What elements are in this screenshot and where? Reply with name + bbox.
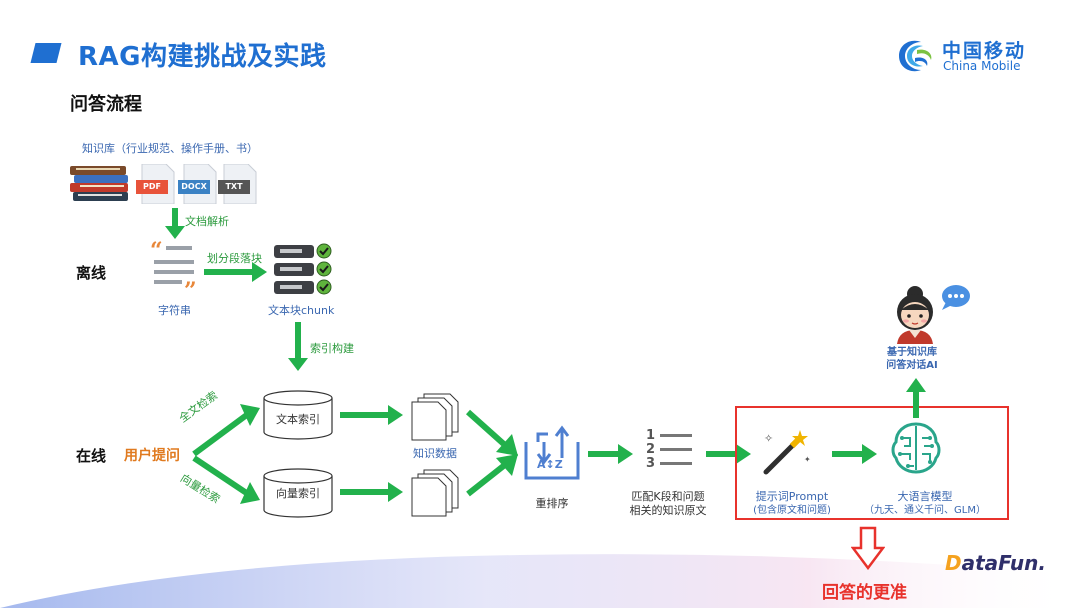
svg-text:✧: ✧: [764, 432, 773, 445]
string-label: 字符串: [158, 304, 191, 317]
split-label: 划分段落块: [207, 252, 262, 265]
text-index-label: 文本索引: [276, 413, 320, 426]
arrow-down-outline-icon: [851, 526, 885, 570]
matched-line-2: 相关的知识原文: [629, 504, 707, 517]
pdf-tag: PDF: [136, 180, 168, 194]
prompt-label: 提示词Prompt (包含原文和问题): [736, 490, 848, 518]
matched-line-1: 匹配K段和问题: [631, 490, 705, 503]
vector-index-label: 向量索引: [276, 487, 320, 500]
arrow-down-index: [288, 322, 308, 371]
list-num-2: 2: [646, 442, 656, 457]
txt-tag: TXT: [218, 180, 250, 194]
section-heading: 问答流程: [70, 94, 142, 115]
logo-text-en: China Mobile: [943, 59, 1021, 73]
pdf-file-icon: PDF: [136, 163, 176, 205]
magic-wand-icon: ✧ ✦: [763, 430, 811, 475]
index-build-label: 索引构建: [310, 342, 354, 355]
llm-line-1: 大语言模型: [897, 490, 953, 503]
txt-file-icon: TXT: [218, 163, 258, 205]
numbered-list-icon: 1 2 3: [646, 428, 696, 472]
prompt-line-1: 提示词Prompt: [755, 490, 829, 503]
rerank-az-text: A↕Z: [537, 458, 563, 471]
text-index-database-icon: [263, 390, 333, 440]
answer-label: 回答的更准: [822, 583, 907, 603]
llm-line-2: （九天、通义千问、GLM）: [864, 505, 986, 516]
china-mobile-logo-icon: [899, 40, 932, 72]
docx-tag: DOCX: [178, 180, 210, 194]
arrow-up-to-ai: [906, 378, 926, 418]
logo-text-cn: 中国移动: [942, 40, 1027, 62]
list-num-3: 3: [646, 456, 656, 471]
knowledge-doc-stack-icon-top: [411, 393, 459, 441]
vector-index-database-icon: [263, 468, 333, 518]
user-query-label: 用户提问: [124, 448, 180, 464]
chunk-list-icon: [274, 243, 332, 295]
quote-text-icon: “ ”: [150, 240, 197, 296]
arrow-down-parse: [165, 208, 185, 239]
datafun-logo-rest: ataFun.: [961, 551, 1046, 575]
arrow-right-text-index: [340, 405, 403, 425]
rerank-label: 重排序: [535, 497, 569, 510]
list-num-1: 1: [646, 428, 656, 443]
converge-arrows: [466, 409, 518, 497]
online-label: 在线: [76, 447, 107, 465]
parse-label: 文档解析: [185, 215, 229, 228]
ai-line-1: 基于知识库: [887, 347, 937, 358]
brain-chip-icon: [891, 422, 941, 474]
chat-bubble-icon: [942, 285, 970, 310]
docx-file-icon: DOCX: [178, 163, 218, 205]
arrow-right-to-prompt: [706, 444, 751, 464]
datafun-logo: DataFun.: [945, 551, 1046, 575]
llm-label: 大语言模型 （九天、通义千问、GLM）: [850, 490, 1000, 518]
ai-label: 基于知识库 问答对话AI: [872, 346, 952, 372]
highlight-box: [735, 406, 1009, 520]
books-icon: [70, 166, 128, 201]
arrow-right-rerank: [588, 444, 633, 464]
svg-text:✦: ✦: [804, 455, 811, 464]
svg-text:“: “: [150, 240, 163, 264]
arrow-right-to-llm: [832, 444, 877, 464]
branch-arrows: [192, 404, 260, 504]
bottom-swoosh: [0, 554, 1080, 608]
knowledge-data-label: 知识数据: [413, 447, 457, 460]
title-accent-bar: [30, 43, 62, 63]
rerank-icon: [524, 425, 580, 480]
knowledge-doc-stack-icon-bottom: [411, 469, 459, 517]
matched-text-label: 匹配K段和问题 相关的知识原文: [608, 490, 728, 518]
arrow-right-split: [204, 262, 267, 282]
chunk-label: 文本块chunk: [268, 304, 335, 317]
offline-label: 离线: [76, 264, 107, 282]
svg-text:”: ”: [184, 278, 197, 296]
arrow-right-vector-index: [340, 482, 403, 502]
ai-assistant-avatar: [897, 286, 933, 344]
datafun-logo-prefix: D: [945, 551, 962, 575]
prompt-line-2: (包含原文和问题): [753, 505, 831, 516]
slide-title: RAG构建挑战及实践: [78, 42, 327, 72]
ai-line-2: 问答对话AI: [886, 360, 938, 371]
knowledge-base-label: 知识库（行业规范、操作手册、书）: [82, 142, 258, 155]
